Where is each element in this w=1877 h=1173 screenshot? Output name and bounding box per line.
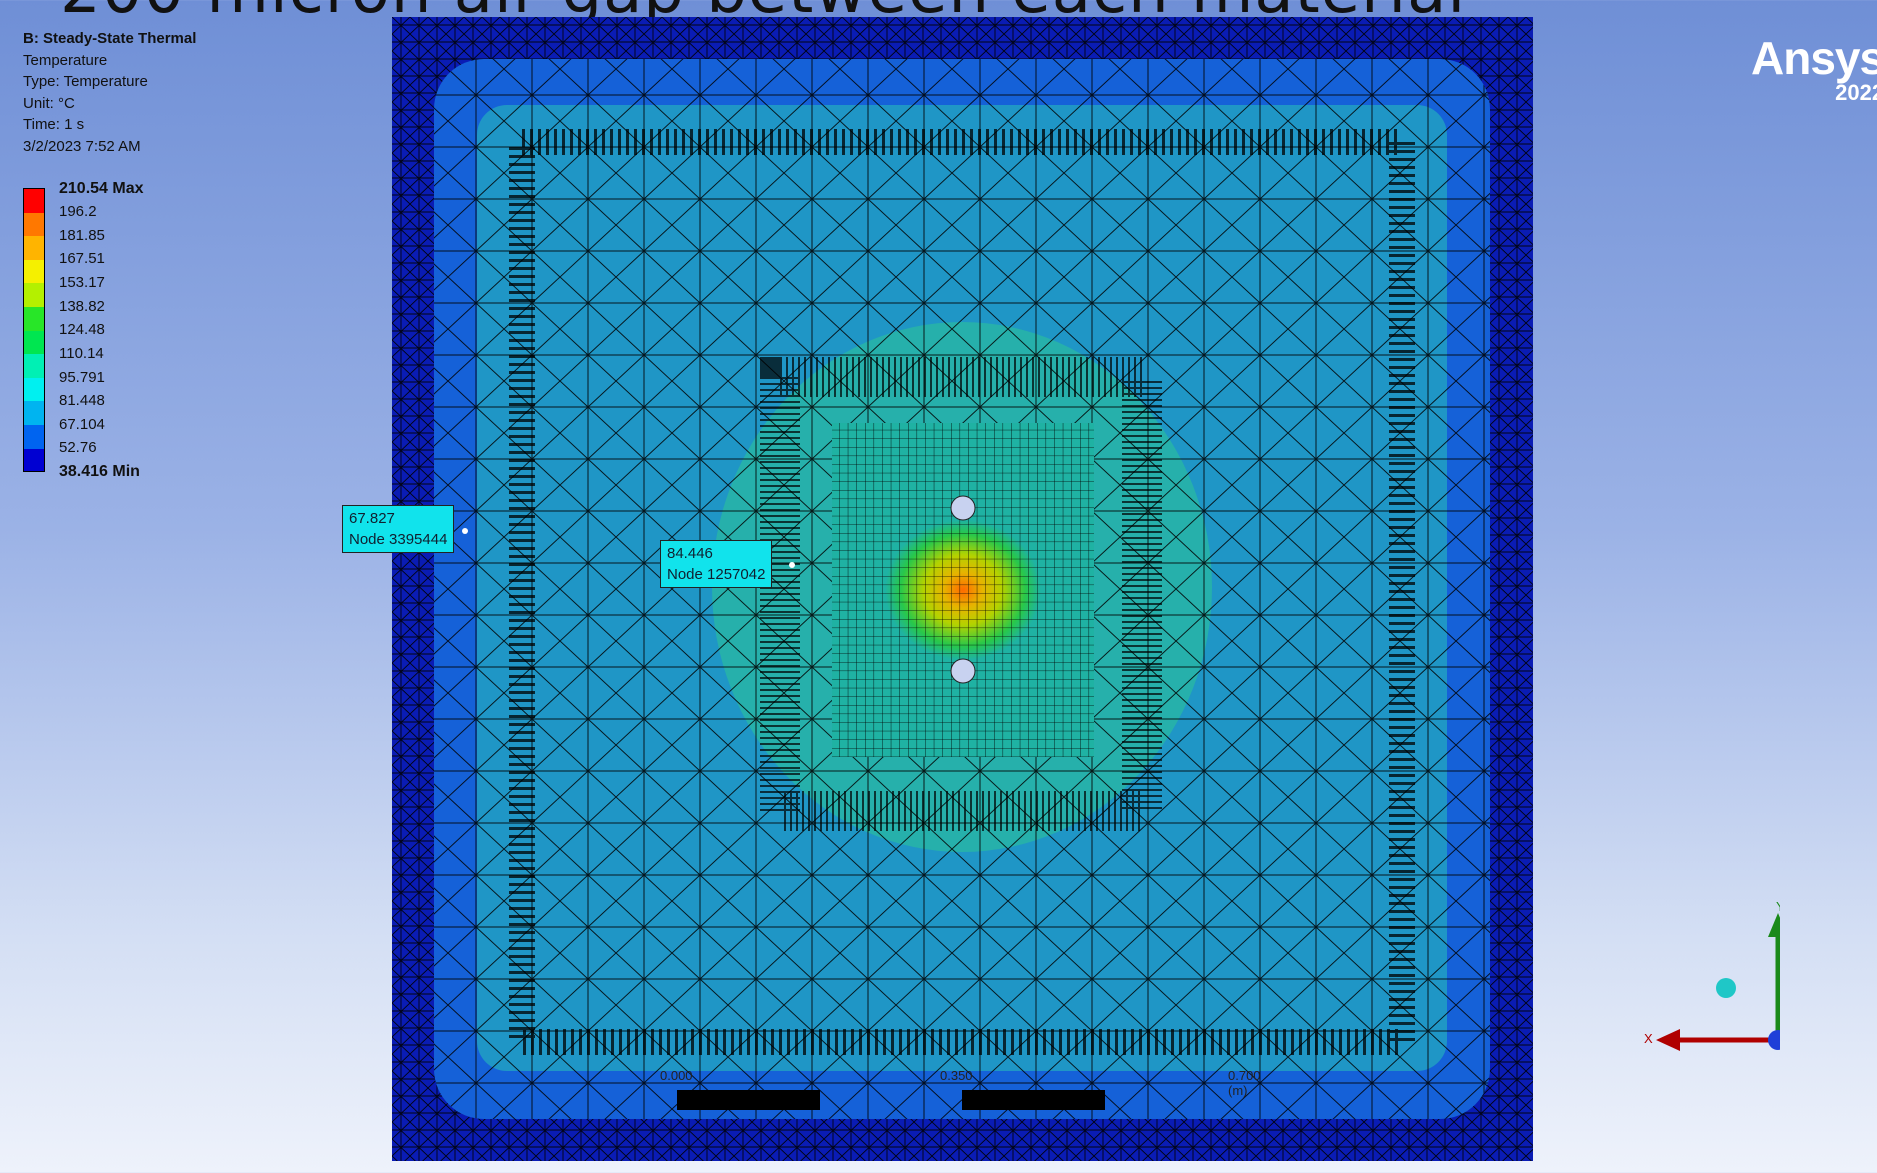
y-arrow-icon — [1768, 913, 1780, 937]
legend-label: 81.448 — [59, 392, 105, 409]
legend-swatch — [23, 354, 45, 378]
legend-label: 124.48 — [59, 321, 105, 338]
mesh-band-inner — [760, 357, 1162, 831]
legend-swatch — [23, 283, 45, 307]
via-hole-bottom — [950, 658, 976, 684]
result-time: Time: 1 s — [23, 116, 85, 133]
legend-swatch — [23, 425, 45, 449]
probe-node: Node 3395444 — [349, 531, 448, 548]
result-name: B: Steady-State Thermal — [23, 30, 197, 47]
legend-swatch — [23, 189, 45, 213]
result-timestamp: 3/2/2023 7:52 AM — [23, 137, 141, 155]
result-type: Type: Temperature — [23, 73, 148, 90]
mesh-band-outer — [509, 129, 1415, 1055]
scale-segment — [962, 1090, 1105, 1110]
chip-grid — [832, 423, 1094, 757]
legend-swatch — [23, 259, 45, 284]
probe-label-1[interactable]: 67.827 Node 3395444 — [342, 505, 455, 553]
legend-label: 196.2 — [59, 203, 97, 220]
legend-label: 95.791 — [59, 369, 105, 386]
temperature-legend[interactable]: 210.54 Max 196.2 181.85 167.51 153.17 13… — [23, 180, 223, 481]
legend-swatch — [23, 377, 45, 402]
probe-value: 84.446 — [667, 545, 713, 562]
legend-label: 138.82 — [59, 298, 105, 315]
probe-node: Node 1257042 — [667, 566, 766, 583]
legend-label: 181.85 — [59, 227, 105, 244]
scale-segment — [677, 1090, 820, 1110]
result-unit: Unit: °C — [23, 94, 75, 112]
mesh-temperature-contour[interactable] — [392, 17, 1533, 1161]
legend-label: 67.104 — [59, 416, 105, 433]
legend-label: 153.17 — [59, 274, 105, 291]
legend-label: 110.14 — [59, 345, 104, 362]
triad-y-label: Y — [1776, 899, 1780, 914]
legend-swatch — [23, 212, 45, 237]
legend-swatch — [23, 401, 45, 425]
probe-point-1 — [462, 528, 468, 534]
scale-label: 0.700 (m) — [1228, 1068, 1261, 1098]
probe-label-2[interactable]: 84.446 Node 1257042 — [660, 540, 773, 588]
scale-label: 0.000 — [660, 1068, 693, 1083]
legend-swatch — [23, 448, 45, 473]
scale-label: 0.350 — [940, 1068, 973, 1083]
logo-name: Ansys — [1751, 32, 1877, 84]
triad-iso-ball[interactable] — [1716, 978, 1736, 998]
via-hole-top — [950, 495, 976, 521]
triad-x-label: X — [1644, 1031, 1653, 1046]
z-axis-ball — [1768, 1030, 1780, 1050]
legend-max-label: 210.54 Max — [59, 180, 144, 197]
legend-label: 52.76 — [59, 439, 97, 456]
legend-swatch — [23, 236, 45, 260]
legend-min-label: 38.416 Min — [59, 463, 140, 480]
legend-swatch — [23, 330, 45, 355]
result-quantity: Temperature — [23, 51, 108, 69]
probe-point-2 — [789, 562, 795, 568]
probe-value: 67.827 — [349, 510, 395, 527]
logo-version: 2022 — [1835, 80, 1877, 105]
ansys-logo: Ansys 2022 — [1751, 35, 1877, 105]
result-info-panel: B: Steady-State Thermal Temperature Type… — [23, 28, 196, 157]
legend-label: 167.51 — [59, 250, 105, 267]
coordinate-triad[interactable]: Y X Z — [1640, 895, 1780, 1075]
scale-bar: 0.000 0.350 0.700 (m) — [660, 1068, 1261, 1118]
x-arrow-icon — [1656, 1029, 1680, 1051]
legend-swatch — [23, 307, 45, 331]
legend-border — [23, 188, 45, 472]
